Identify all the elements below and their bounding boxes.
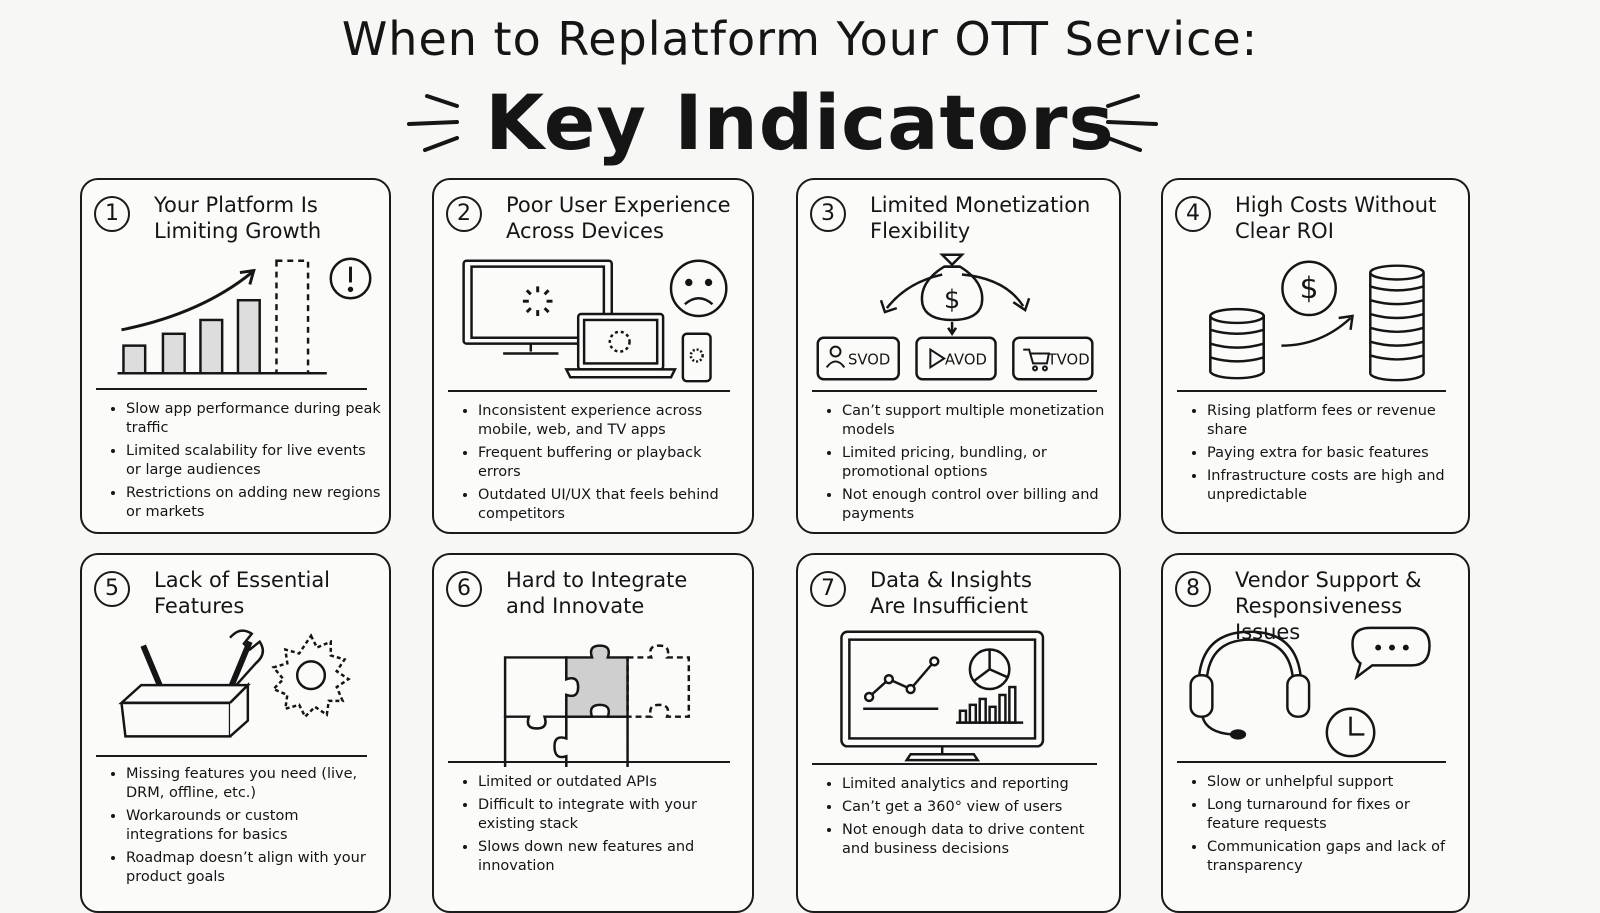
card-title: Poor User Experience Across Devices (506, 193, 731, 243)
card-bullets: Limited analytics and reporting Can’t ge… (824, 775, 1111, 863)
model-label-tvod: TVOD (1047, 351, 1090, 368)
bullet: Limited or outdated APIs (478, 773, 744, 792)
bullet: Can’t get a 360° view of users (842, 798, 1111, 817)
right-accent-marks (1106, 94, 1158, 152)
bullet: Difficult to integrate with your existin… (478, 796, 744, 834)
model-label-avod: AVOD (945, 351, 987, 368)
indicator-card-1: 1 Your Platform Is Limiting Growth Slow … (80, 178, 391, 534)
bullet: Not enough data to drive content and bus… (842, 821, 1111, 859)
analytics-monitor-icon (840, 630, 1045, 762)
svg-text:$: $ (1300, 271, 1319, 305)
card-bullets: Missing features you need (live, DRM, of… (108, 765, 381, 891)
bullet: Long turnaround for fixes or feature req… (1207, 796, 1460, 834)
indicator-card-4: 4 High Costs Without Clear ROI $ Rising … (1161, 178, 1470, 534)
card-number: 3 (810, 196, 846, 232)
growth-chart-icon (117, 257, 372, 375)
toolbox-icon (118, 629, 351, 738)
bullet: Infrastructure costs are high and unpred… (1207, 467, 1460, 505)
bullet: Roadmap doesn’t align with your product … (126, 849, 381, 887)
puzzle-icon (503, 644, 691, 767)
page-title: When to Replatform Your OTT Service: (341, 12, 1259, 66)
card-title: Data & Insights Are Insufficient (870, 568, 1032, 618)
card-bullets: Slow or unhelpful support Long turnaroun… (1189, 773, 1460, 880)
card-bullets: Rising platform fees or revenue share Pa… (1189, 402, 1460, 509)
card-title: Vendor Support & Responsiveness Issues (1235, 568, 1422, 644)
bullet: Not enough control over billing and paym… (842, 486, 1111, 524)
bullet: Slow app performance during peak traffic (126, 400, 381, 438)
bullet: Inconsistent experience across mobile, w… (478, 402, 744, 440)
card-title: Limited Monetization Flexibility (870, 193, 1091, 243)
card-title: Your Platform Is Limiting Growth (154, 193, 322, 243)
card-number: 1 (94, 196, 130, 232)
bullet: Paying extra for basic features (1207, 444, 1460, 463)
card-bullets: Limited or outdated APIs Difficult to in… (460, 773, 744, 880)
bullet: Rising platform fees or revenue share (1207, 402, 1460, 440)
page-subtitle: Key Indicators (485, 78, 1115, 167)
bullet: Limited analytics and reporting (842, 775, 1111, 794)
bullet: Restrictions on adding new regions or ma… (126, 484, 381, 522)
bullet: Slows down new features and innovation (478, 838, 744, 876)
card-title: Lack of Essential Features (154, 568, 331, 618)
left-accent-marks (407, 94, 459, 152)
indicator-card-5: 5 Lack of Essential Features Missing fea… (80, 553, 391, 913)
indicator-card-6: 6 Hard to Integrate and Innovate Limited… (432, 553, 754, 913)
card-number: 8 (1175, 571, 1211, 607)
bullet: Limited pricing, bundling, or promotiona… (842, 444, 1111, 482)
bullet: Outdated UI/UX that feels behind competi… (478, 486, 744, 524)
devices-icon (462, 259, 728, 383)
indicator-card-2: 2 Poor User Experience Across Devices (432, 178, 754, 534)
bullet: Can’t support multiple monetization mode… (842, 402, 1111, 440)
card-number: 5 (94, 571, 130, 607)
card-number: 4 (1175, 196, 1211, 232)
bullet: Communication gaps and lack of transpare… (1207, 838, 1460, 876)
bullet: Workarounds or custom integrations for b… (126, 807, 381, 845)
card-number: 2 (446, 196, 482, 232)
card-title: Hard to Integrate and Innovate (506, 568, 688, 618)
card-number: 6 (446, 571, 482, 607)
indicator-card-3: 3 Limited Monetization Flexibility $ SVO… (796, 178, 1121, 534)
headset-icon (1189, 626, 1431, 758)
bullet: Slow or unhelpful support (1207, 773, 1460, 792)
bullet: Missing features you need (live, DRM, of… (126, 765, 381, 803)
coin-stacks-icon: $ (1209, 260, 1425, 382)
card-bullets: Slow app performance during peak traffic… (108, 400, 381, 526)
card-bullets: Inconsistent experience across mobile, w… (460, 402, 744, 528)
svg-text:$: $ (944, 285, 960, 315)
bullet: Frequent buffering or playback errors (478, 444, 744, 482)
bullet: Limited scalability for live events or l… (126, 442, 381, 480)
indicator-card-7: 7 Data & Insights Are Insufficient Limit… (796, 553, 1121, 913)
money-bag-icon: $ SVOD AVOD TVOD (816, 253, 1094, 381)
card-number: 7 (810, 571, 846, 607)
indicator-card-8: 8 Vendor Support & Responsiveness Issues… (1161, 553, 1470, 913)
card-bullets: Can’t support multiple monetization mode… (824, 402, 1111, 528)
card-title: High Costs Without Clear ROI (1235, 193, 1437, 243)
model-label-svod: SVOD (848, 351, 890, 368)
